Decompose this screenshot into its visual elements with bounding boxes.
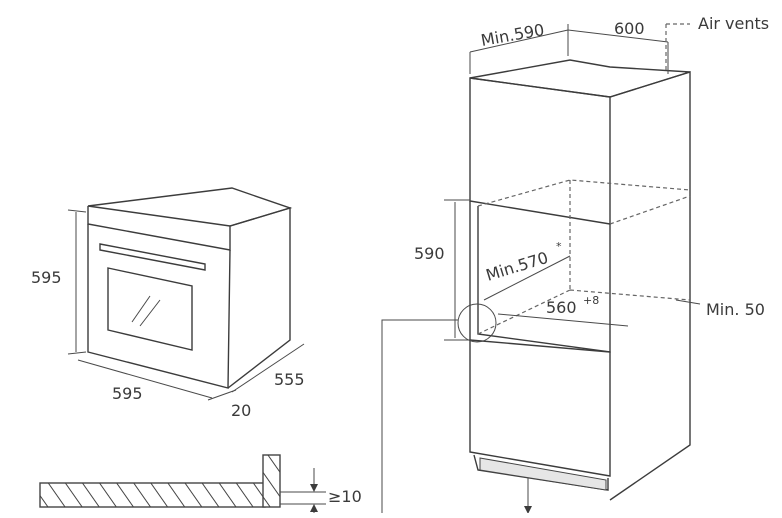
oven-door bbox=[87, 224, 231, 389]
niche-height-label: 590 bbox=[414, 244, 445, 263]
window-glare bbox=[131, 295, 161, 327]
oven-width-dim bbox=[77, 359, 213, 399]
oven-depth-dim bbox=[231, 343, 305, 393]
oven-top bbox=[87, 187, 293, 227]
upper-cabinet-front bbox=[469, 77, 611, 225]
oven-handle bbox=[99, 243, 206, 271]
gap-label: ≥10 bbox=[328, 487, 362, 506]
cabinet-depth-label: 600 bbox=[614, 19, 645, 38]
oven-width-label: 595 bbox=[112, 384, 143, 403]
cabinet-min-width-label: Min.590 bbox=[479, 20, 545, 50]
min-depth-label: Min.570 bbox=[484, 248, 551, 285]
air-vents-label: Air vents bbox=[698, 14, 769, 33]
min-depth-dim bbox=[483, 255, 571, 301]
niche-width-dim bbox=[497, 313, 629, 327]
oven-window bbox=[107, 267, 193, 351]
cabinet-drawing: Min.590 600 Air vents 590 Min.570 * 560 … bbox=[381, 14, 769, 514]
cabinet-side bbox=[609, 71, 691, 501]
oven-door-depth-dim bbox=[207, 389, 237, 401]
oven-control-panel bbox=[87, 206, 231, 251]
oven-door-depth-label: 20 bbox=[231, 401, 251, 420]
min-depth-mark: * bbox=[556, 240, 562, 253]
oven-niche bbox=[469, 201, 611, 353]
countertop-section bbox=[39, 482, 266, 508]
lower-cabinet-front bbox=[469, 339, 611, 477]
plinth-vent bbox=[479, 457, 607, 491]
oven-side bbox=[227, 207, 291, 389]
cabinet-top bbox=[469, 59, 691, 98]
cabinet-wall-section bbox=[262, 454, 281, 508]
detail-circle bbox=[457, 303, 497, 343]
oven-drawing: 595 595 555 20 bbox=[31, 187, 305, 420]
oven-depth-label: 555 bbox=[274, 370, 305, 389]
niche-width-tolerance: +8 bbox=[583, 294, 599, 307]
oven-height-label: 595 bbox=[31, 268, 62, 287]
niche-hidden-lines bbox=[477, 179, 691, 335]
min-gap-label: Min. 50 bbox=[706, 300, 765, 319]
niche-width-label: 560 bbox=[546, 298, 577, 317]
detail-leader-line bbox=[381, 319, 458, 513]
gap-detail: ≥10 bbox=[39, 454, 362, 513]
